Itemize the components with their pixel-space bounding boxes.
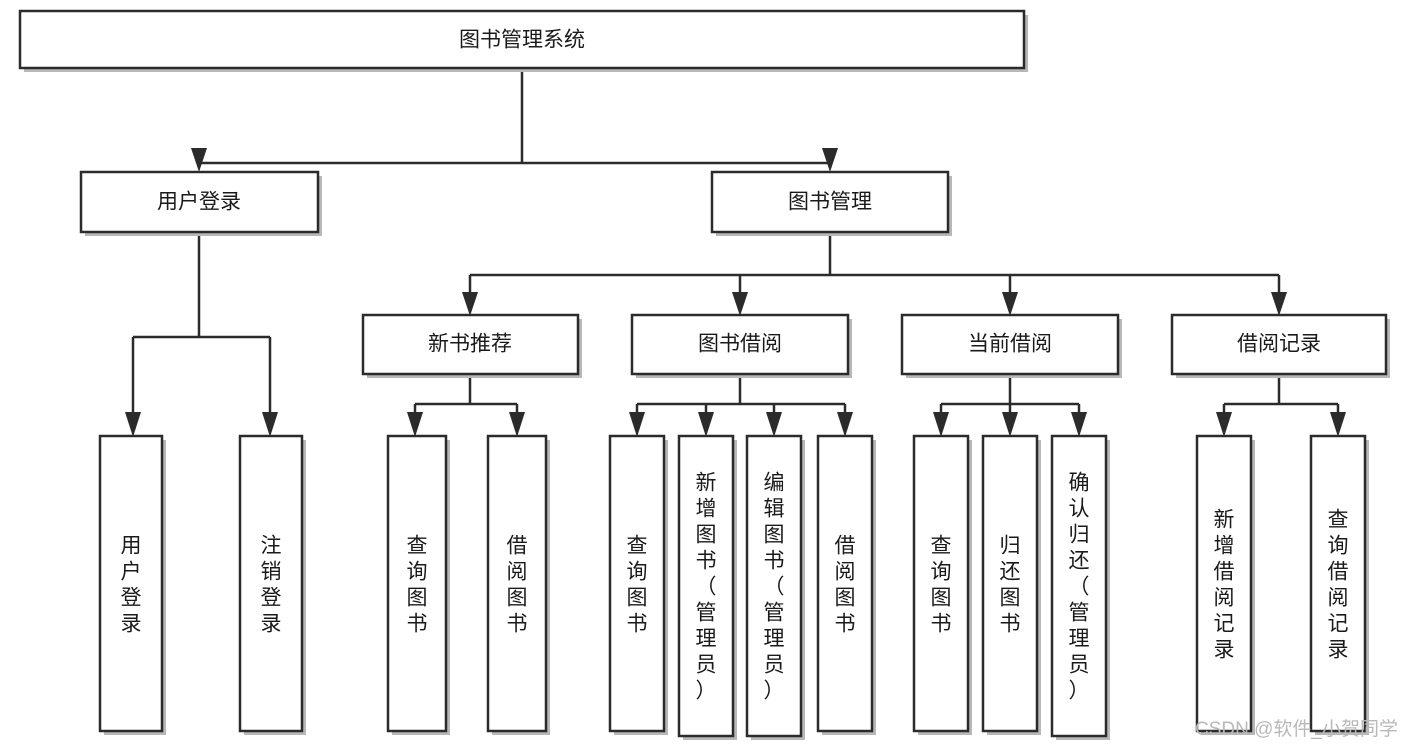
- arrow-to-leaf-query-book-3: [933, 404, 949, 437]
- user-login-label: 用户登录: [157, 191, 241, 214]
- arrow-to-leaf-edit-book: [766, 404, 782, 437]
- arrow-to-current-borrow: [1002, 275, 1018, 316]
- node-root[interactable]: 图书管理系统: [18, 9, 1028, 72]
- leaf-return-book-box: [981, 434, 1039, 733]
- leaf-borrow-book-2-box: [816, 434, 874, 733]
- leaf-logout-login-label: 注销登录: [261, 534, 282, 635]
- node-borrow-record[interactable]: 借阅记录: [1170, 313, 1390, 378]
- leaf-borrow-book-1-box: [486, 434, 548, 733]
- leaf-confirm-return-box: [1050, 434, 1108, 738]
- node-leaf-borrow-book-1[interactable]: 借阅图书: [486, 434, 550, 735]
- current-borrow-box: [900, 313, 1120, 376]
- arrow-to-leaf-return-book: [1002, 404, 1018, 437]
- leaf-query-book-3-box: [912, 434, 970, 733]
- node-leaf-borrow-book-2[interactable]: 借阅图书: [816, 434, 876, 735]
- arrow-to-leaf-query-book-2: [629, 404, 645, 437]
- new-book-recommend-box: [361, 313, 580, 376]
- root-box: [18, 9, 1026, 70]
- node-leaf-add-record[interactable]: 新增借阅记录: [1195, 434, 1255, 735]
- book-borrow-box: [630, 313, 850, 376]
- node-leaf-user-login[interactable]: 用户登录: [98, 434, 166, 735]
- leaf-edit-book-box: [745, 434, 803, 738]
- node-leaf-logout-login[interactable]: 注销登录: [238, 434, 306, 735]
- leaf-query-book-3-label: 查询图书: [931, 534, 952, 635]
- arrow-to-book-borrow: [732, 275, 748, 316]
- leaf-query-book-2-box: [608, 434, 666, 733]
- arrow-to-leaf-query-record: [1330, 404, 1346, 437]
- node-leaf-add-book[interactable]: 新增图书（管理员）: [677, 434, 737, 740]
- node-leaf-edit-book[interactable]: 编辑图书（管理员）: [745, 434, 805, 740]
- node-leaf-confirm-return[interactable]: 确认归还（管理员）: [1050, 434, 1110, 740]
- node-new-book-recommend[interactable]: 新书推荐: [361, 313, 582, 378]
- leaf-logout-login-box: [238, 434, 304, 733]
- arrow-to-leaf-borrow-book-1: [509, 404, 525, 437]
- arrow-to-leaf-add-book: [698, 404, 714, 437]
- leaf-return-book-label: 归还图书: [1000, 534, 1021, 635]
- leaf-borrow-book-1-label: 借阅图书: [507, 534, 528, 635]
- leaf-user-login-label: 用户登录: [121, 534, 142, 635]
- arrow-to-leaf-add-record: [1216, 404, 1232, 437]
- book-borrow-label: 图书借阅: [698, 333, 782, 356]
- leaf-add-book-box: [677, 434, 735, 738]
- node-leaf-query-book-3[interactable]: 查询图书: [912, 434, 972, 735]
- node-current-borrow[interactable]: 当前借阅: [900, 313, 1122, 378]
- leaf-add-record-label: 新增借阅记录: [1214, 508, 1235, 661]
- node-leaf-query-book-2[interactable]: 查询图书: [608, 434, 668, 735]
- node-user-login[interactable]: 用户登录: [79, 170, 322, 236]
- csdn-watermark: CSDN @软件_小贺同学: [1195, 718, 1398, 740]
- node-leaf-return-book[interactable]: 归还图书: [981, 434, 1041, 735]
- arrow-to-leaf-query-book-1: [407, 404, 423, 437]
- leaf-query-book-2-label: 查询图书: [627, 534, 648, 635]
- node-leaf-query-book-1[interactable]: 查询图书: [386, 434, 450, 735]
- leaf-edit-book-label: 编辑图书（管理员）: [764, 471, 785, 702]
- arrow-to-leaf-borrow-book-2: [837, 404, 853, 437]
- new-book-recommend-label: 新书推荐: [428, 333, 512, 356]
- borrow-record-label: 借阅记录: [1237, 333, 1321, 356]
- leaf-add-book-label: 新增图书（管理员）: [696, 471, 717, 702]
- leaf-borrow-book-2-label: 借阅图书: [835, 534, 856, 635]
- leaf-user-login-box: [98, 434, 164, 733]
- user-login-box: [79, 170, 320, 234]
- borrow-record-box: [1170, 313, 1388, 376]
- leaf-query-record-label: 查询借阅记录: [1328, 508, 1349, 661]
- root-label: 图书管理系统: [459, 29, 585, 52]
- leaf-confirm-return-label: 确认归还（管理员）: [1069, 471, 1090, 702]
- arrow-to-borrow-record: [1271, 275, 1287, 316]
- current-borrow-label: 当前借阅: [968, 333, 1052, 356]
- leaf-add-record-box: [1195, 434, 1253, 733]
- arrow-to-leaf-logout-login: [262, 337, 278, 437]
- node-book-management[interactable]: 图书管理: [710, 170, 952, 236]
- leaf-query-book-1-box: [386, 434, 448, 733]
- node-leaf-query-record[interactable]: 查询借阅记录: [1309, 434, 1369, 735]
- book-management-box: [710, 170, 950, 234]
- book-management-label: 图书管理: [788, 191, 872, 214]
- leaf-query-book-1-label: 查询图书: [407, 534, 428, 635]
- arrow-to-leaf-user-login: [125, 337, 141, 437]
- node-book-borrow[interactable]: 图书借阅: [630, 313, 852, 378]
- arrow-to-leaf-confirm-return: [1071, 404, 1087, 437]
- connector-layer: [125, 68, 1346, 437]
- arrow-to-new-book-recommend: [462, 275, 478, 316]
- leaf-query-record-box: [1309, 434, 1367, 733]
